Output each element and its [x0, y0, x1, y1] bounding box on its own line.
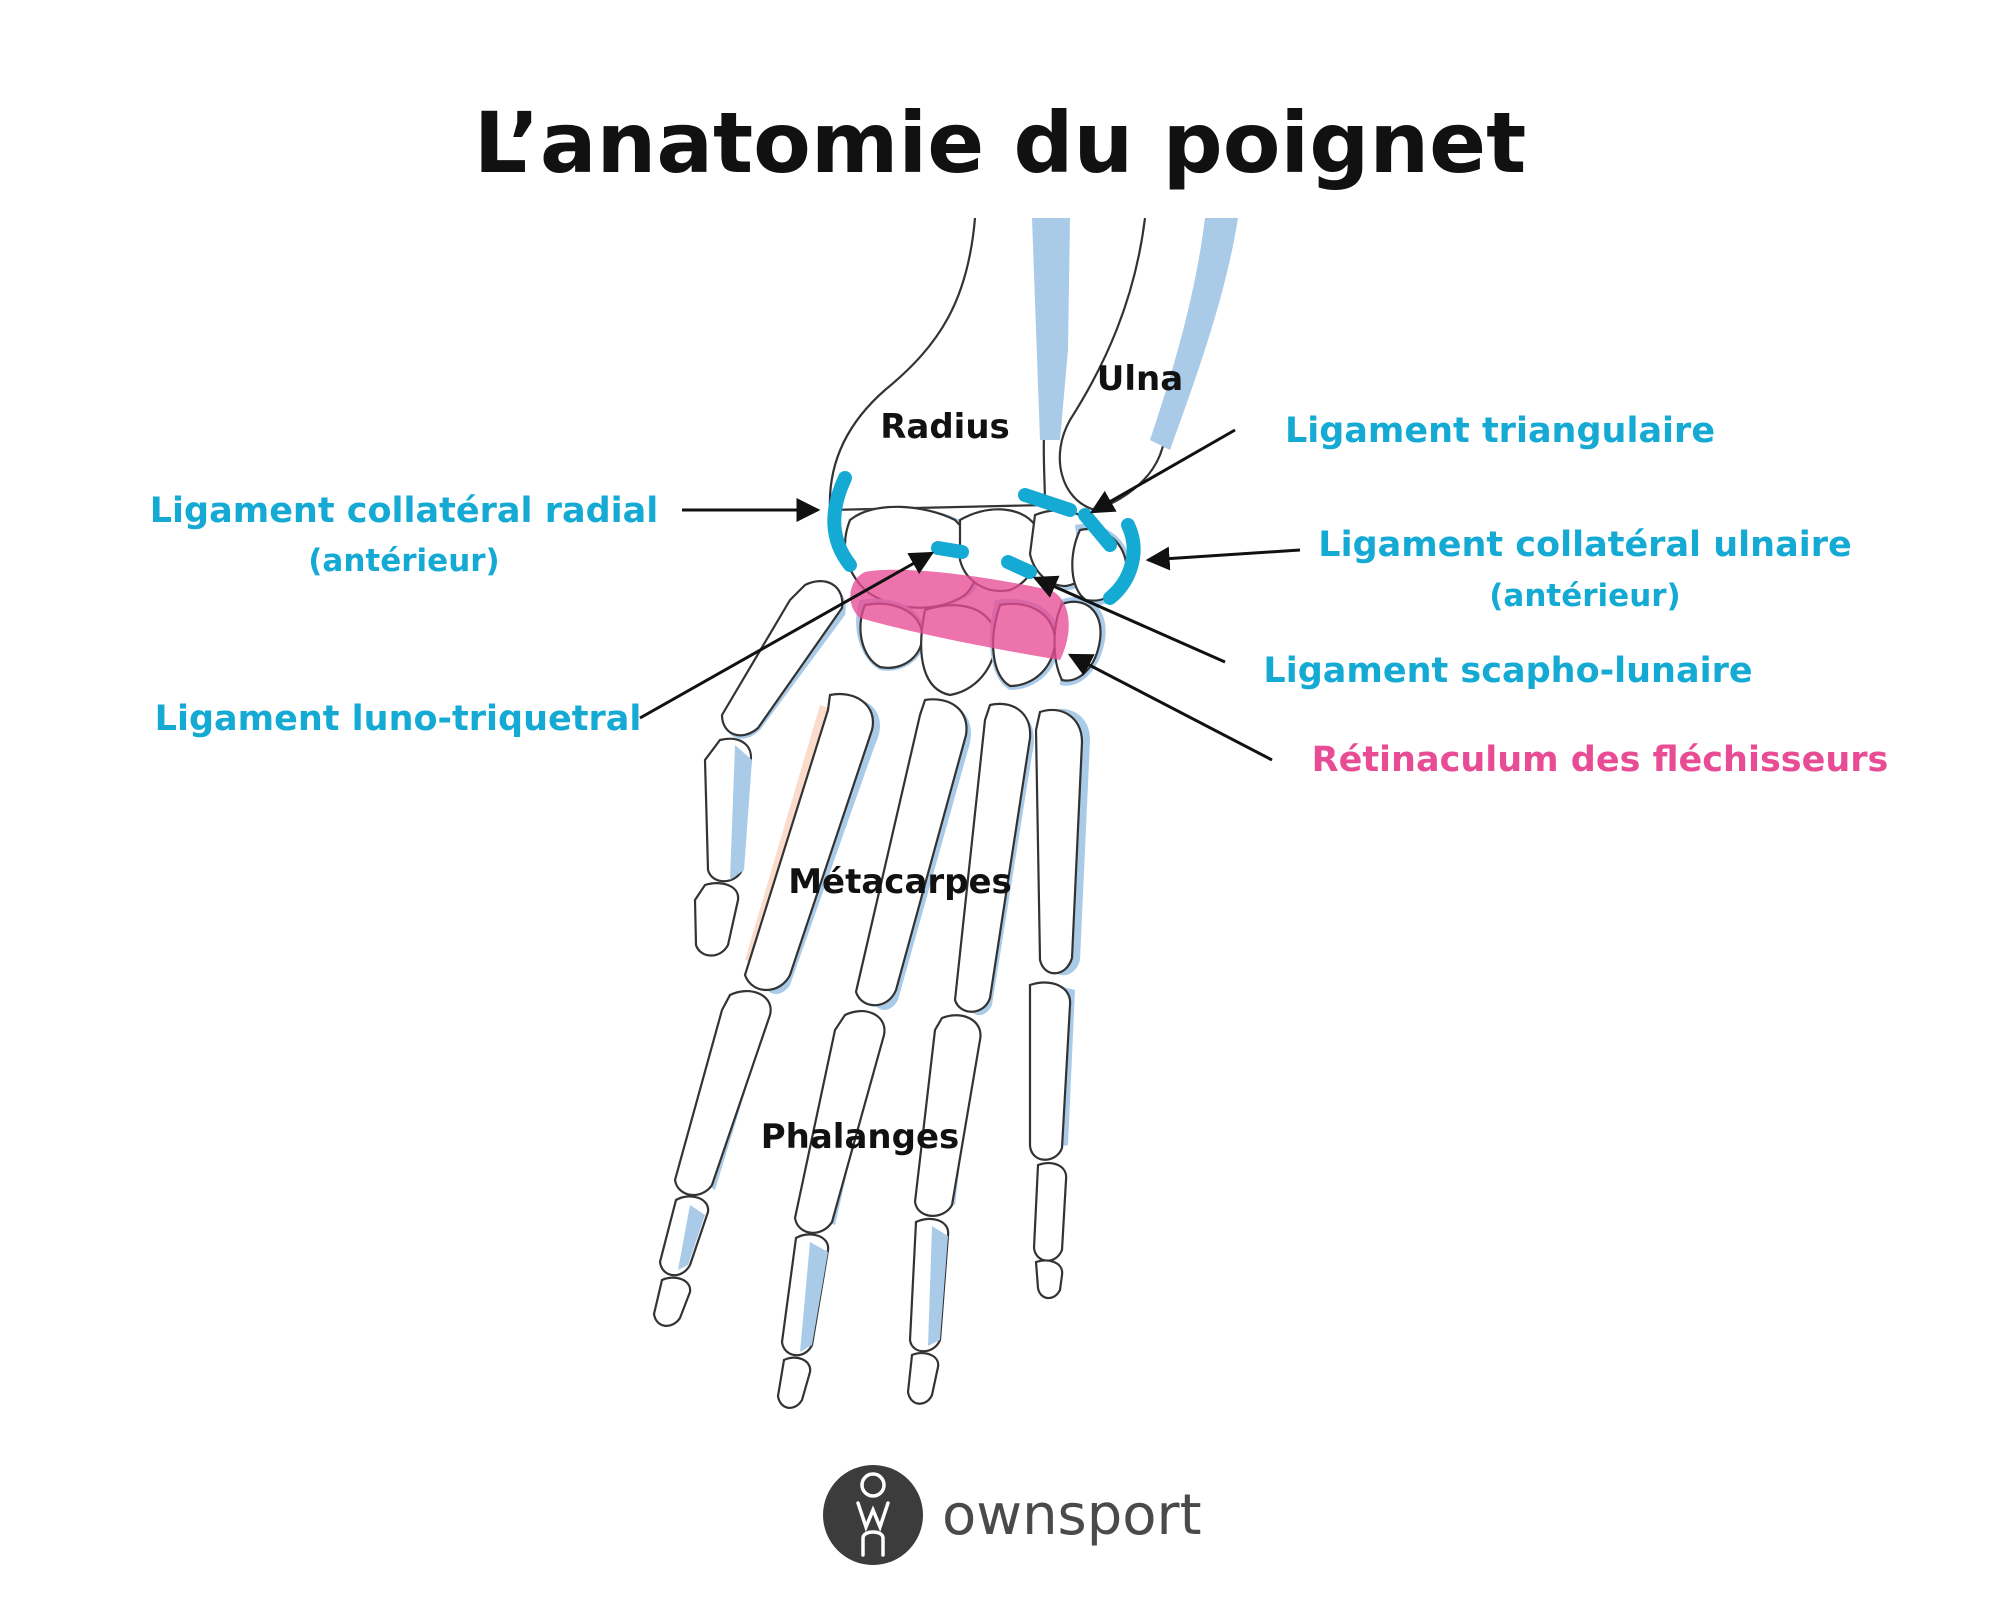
- index-finger-bones: [652, 692, 880, 1327]
- ring-finger-bones: [906, 702, 1034, 1405]
- phalanges-label: Phalanges: [761, 1117, 960, 1157]
- logo-circle: [823, 1465, 923, 1565]
- scapho-lunate-label: Ligament scapho-lunaire: [1263, 651, 1752, 691]
- arrow-triangular: [1089, 428, 1236, 514]
- label-arrows: [639, 428, 1301, 762]
- ulnar-collateral-ligament-shape: [1103, 518, 1141, 605]
- ligament-shapes: [827, 471, 1141, 605]
- radial-collateral-label: Ligament collatéral radial: [150, 491, 659, 531]
- radial-collateral-ligament-shape: [827, 471, 857, 572]
- triangular-label: Ligament triangulaire: [1285, 411, 1715, 451]
- brand-name: ownsport: [942, 1483, 1202, 1548]
- metacarpals-label: Métacarpes: [788, 862, 1012, 902]
- arrow-scapho-lunate: [1032, 575, 1226, 664]
- radius-bone: [828, 217, 1070, 512]
- flexor-retinaculum-shape: [850, 569, 1069, 660]
- middle-finger-bones: [776, 698, 971, 1409]
- arrow-flexor-retinaculum: [1067, 653, 1273, 762]
- ownsport-logo: ownsport: [823, 1465, 1202, 1565]
- logo-own-glyph: [856, 1472, 890, 1557]
- page-title: L’anatomie du poignet: [474, 94, 1527, 192]
- radial-collateral-sublabel: (antérieur): [308, 543, 499, 579]
- ulna-label: Ulna: [1097, 359, 1183, 399]
- flexor-retinaculum-label: Rétinaculum des fléchisseurs: [1312, 740, 1889, 780]
- arrow-luno-triquetral: [639, 551, 935, 720]
- triangular-ligament-shape: [1018, 488, 1117, 552]
- ulna-bone: [1058, 217, 1238, 512]
- luno-triquetral-ligament-shape: [931, 541, 969, 559]
- ulnar-collateral-label: Ligament collatéral ulnaire: [1318, 525, 1851, 565]
- radius-label: Radius: [880, 407, 1010, 447]
- little-finger-bones: [1028, 708, 1090, 1300]
- ulnar-collateral-sublabel: (antérieur): [1489, 578, 1680, 614]
- arrow-ulnar-collateral: [1145, 546, 1301, 571]
- luno-triquetral-label: Ligament luno-triquetral: [155, 699, 642, 739]
- scapho-lunate-ligament-shape: [1001, 555, 1037, 579]
